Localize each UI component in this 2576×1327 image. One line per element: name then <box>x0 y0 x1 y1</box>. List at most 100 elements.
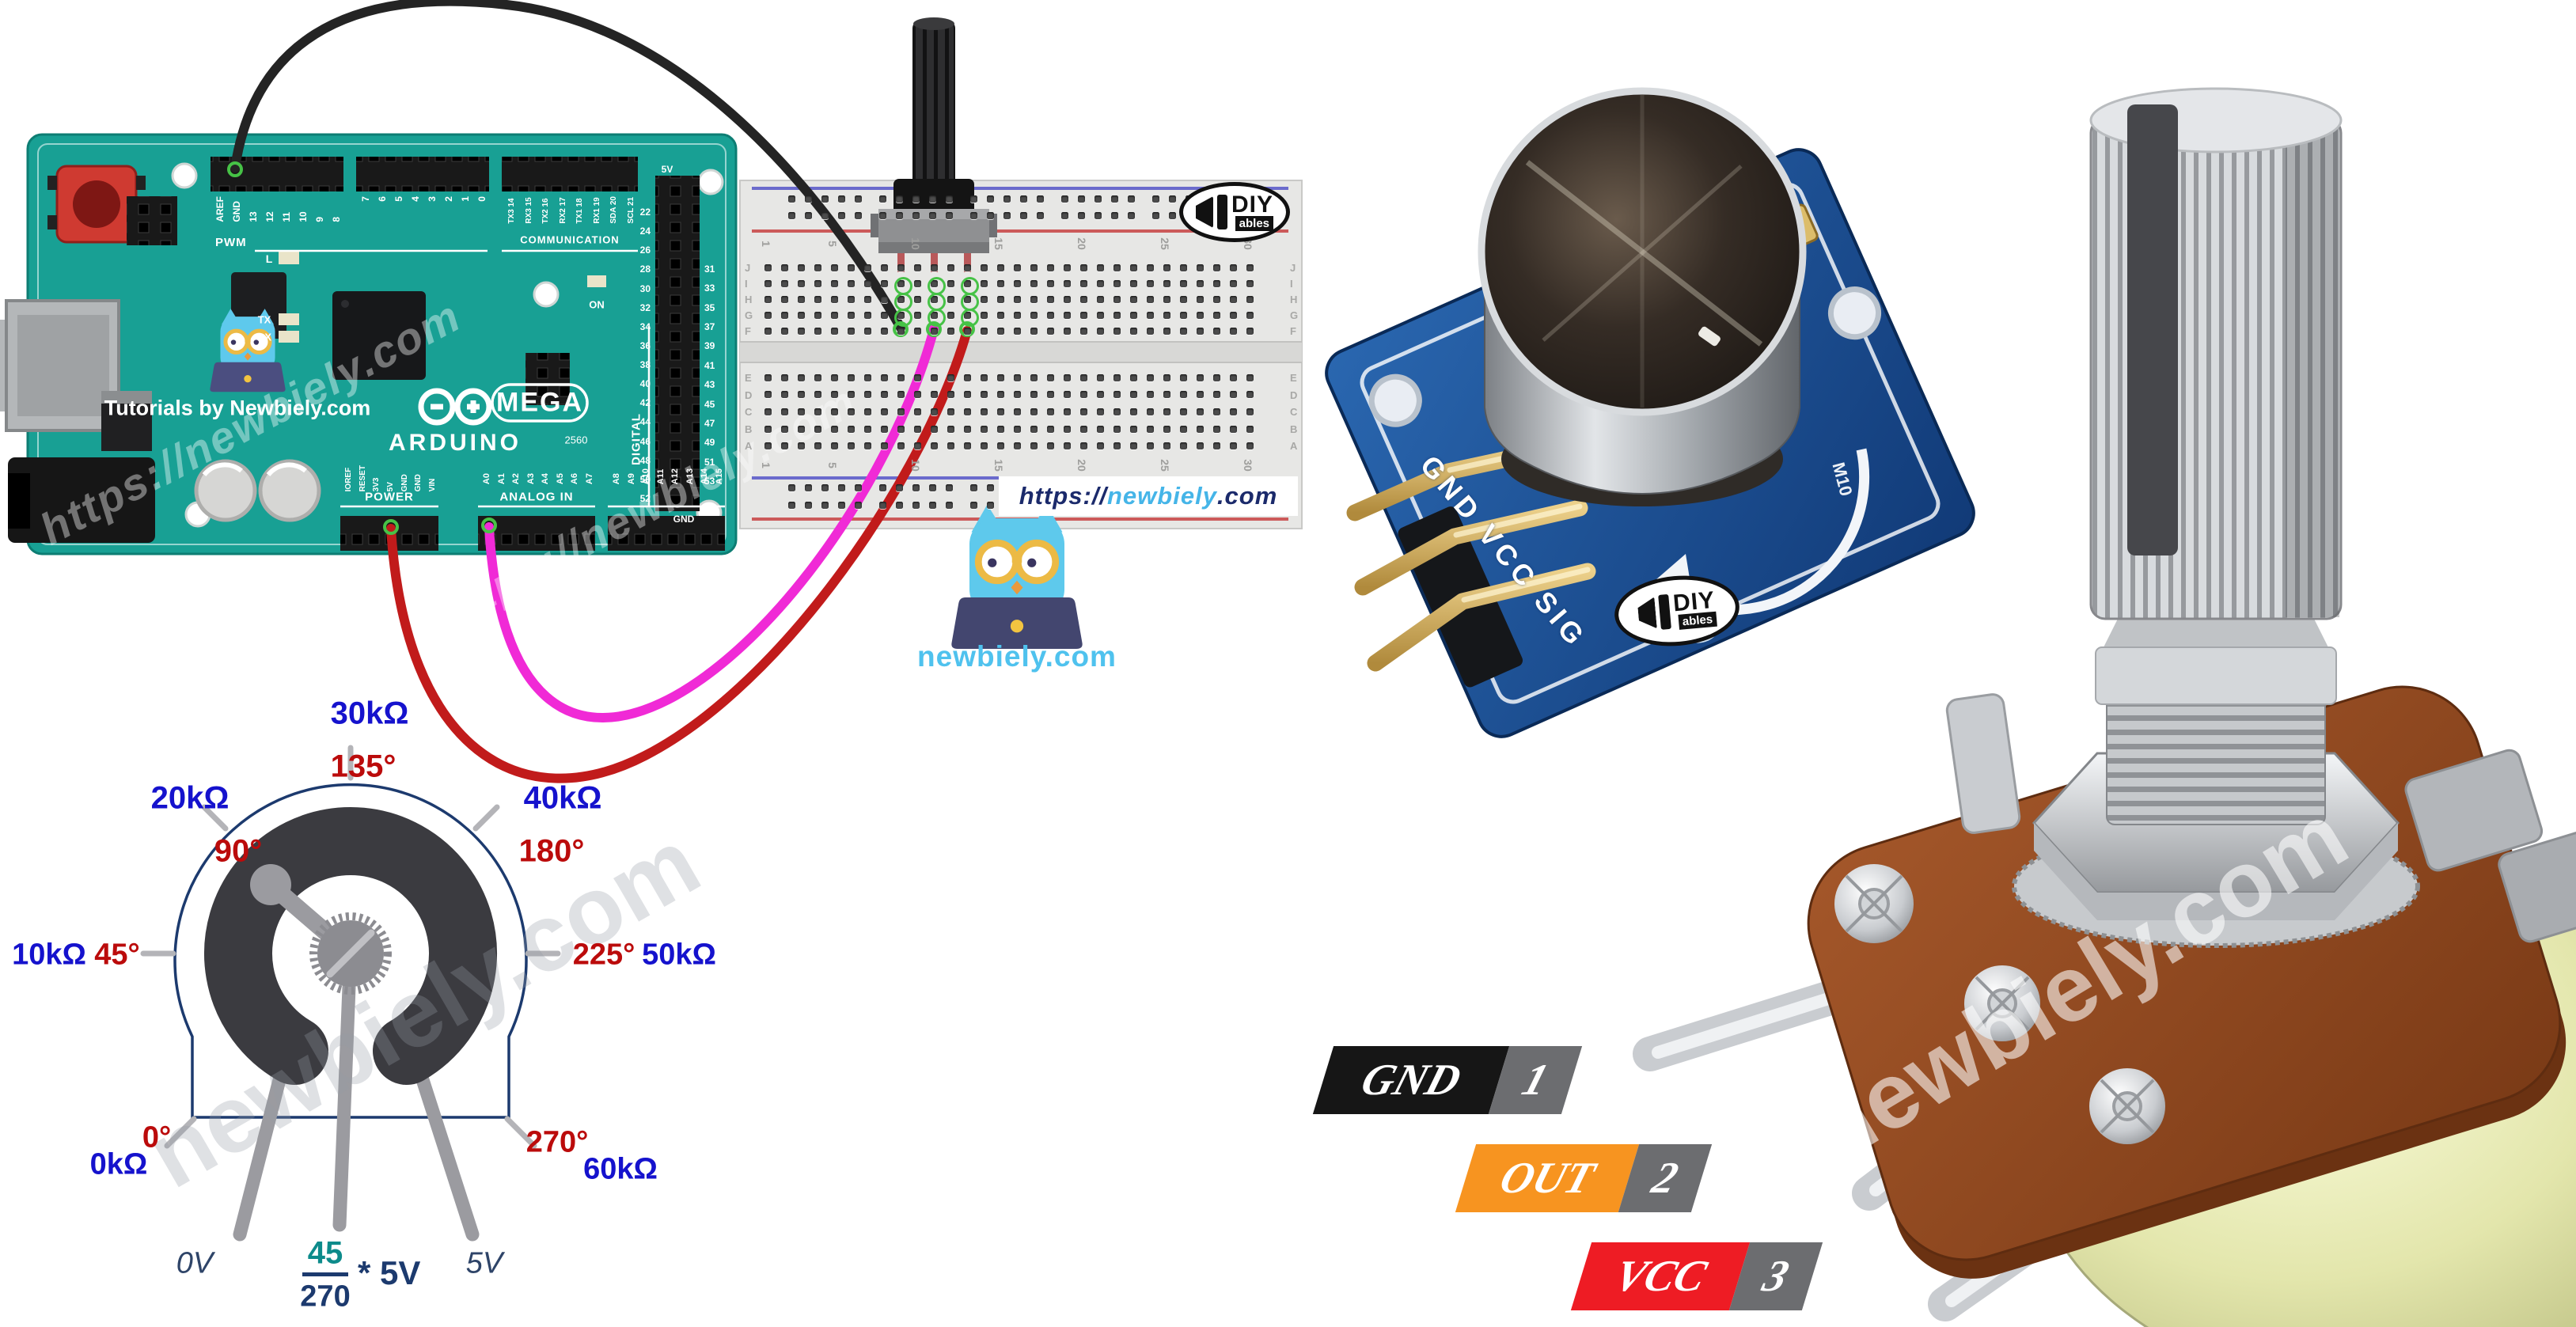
breadboard-hole <box>1179 279 1187 287</box>
header-digital-b <box>356 157 489 191</box>
breadboard-hole <box>1046 264 1054 271</box>
badge-label: VCC <box>1570 1242 1751 1310</box>
breadboard-hole <box>863 327 871 335</box>
breadboard-hole <box>969 211 977 219</box>
row-letter: J <box>745 262 751 274</box>
dial-resistance-ul: 20kΩ <box>150 780 230 816</box>
breadboard-hole <box>897 327 905 335</box>
breadboard-hole <box>880 390 888 398</box>
row-letter: F <box>1290 325 1296 337</box>
breadboard-hole <box>804 501 812 509</box>
breadboard-hole <box>1229 425 1237 433</box>
breadboard-hole <box>945 483 953 491</box>
led-tx <box>279 313 299 325</box>
breadboard-hole <box>1229 311 1237 319</box>
breadboard-hole <box>1146 408 1154 415</box>
url-tld: .com <box>1216 482 1278 510</box>
capacitor <box>258 459 321 522</box>
breadboard-hole <box>897 264 905 271</box>
breadboard-hole <box>830 442 838 449</box>
column-number: 20 <box>1075 237 1088 250</box>
breadboard-hole <box>863 279 871 287</box>
row-letter: B <box>1290 423 1298 435</box>
breadboard-hole <box>1229 390 1237 398</box>
formula-numerator: 45 <box>307 1235 343 1271</box>
breadboard-hole <box>947 295 954 303</box>
breadboard-hole <box>1096 425 1104 433</box>
breadboard-hole <box>1127 211 1135 219</box>
breadboard-hole <box>969 483 977 491</box>
breadboard-hole <box>780 311 788 319</box>
breadboard-hole <box>963 425 971 433</box>
board-credit: Tutorials by Newbiely.com <box>104 396 371 420</box>
row-letter: G <box>1290 309 1299 321</box>
breadboard-hole <box>1096 408 1104 415</box>
silkscreen-lines <box>255 249 725 508</box>
breadboard-hole <box>930 264 938 271</box>
breadboard-hole <box>969 501 977 509</box>
breadboard-hole <box>1179 311 1187 319</box>
breadboard-hole <box>821 501 829 509</box>
breadboard-hole <box>830 295 838 303</box>
led-rx-label: RX <box>256 331 272 343</box>
pin-number: 41 <box>704 359 715 371</box>
pin-label: A11 <box>655 468 666 485</box>
row-letter: B <box>745 423 753 435</box>
breadboard-hole <box>863 295 871 303</box>
breadboard-hole <box>1129 442 1137 449</box>
arduino-board <box>0 133 738 555</box>
badge-label: OUT <box>1455 1144 1640 1212</box>
breadboard-hole <box>821 211 829 219</box>
breadboard-hole <box>1146 295 1154 303</box>
breadboard-hole <box>1063 311 1071 319</box>
breadboard-hole <box>1063 373 1071 381</box>
breadboard-hole <box>1096 327 1104 335</box>
breadboard-hole <box>1096 264 1104 271</box>
pin-number: 22 <box>639 207 651 218</box>
breadboard-hole <box>1019 211 1027 219</box>
capacitor <box>194 459 257 522</box>
breadboard-hole <box>912 195 920 203</box>
connected-hole-highlight <box>927 308 946 327</box>
breadboard-potentiometer <box>871 17 997 272</box>
pin-label: SDA 20 <box>609 196 618 224</box>
breadboard-hole <box>1212 264 1220 271</box>
mega-label: MEGA <box>496 387 583 418</box>
breadboard-hole <box>1246 311 1254 319</box>
breadboard-hole <box>1246 279 1254 287</box>
breadboard-hole <box>863 373 871 381</box>
breadboard-hole <box>863 311 871 319</box>
breadboard-hole <box>913 279 921 287</box>
breadboard-hole <box>780 373 788 381</box>
breadboard-hole <box>1110 195 1118 203</box>
breadboard-hole <box>986 211 994 219</box>
icsp-header-1 <box>127 196 177 245</box>
breadboard-hole <box>780 425 788 433</box>
header-analog-a <box>478 516 595 551</box>
breadboard-hole <box>1013 373 1021 381</box>
mascot-site-text: newbiely.com <box>917 640 1117 673</box>
breadboard-hole <box>764 390 772 398</box>
breadboard-hole <box>880 442 888 449</box>
breadboard-hole <box>797 425 805 433</box>
breadboard-hole <box>986 483 994 491</box>
breadboard-hole <box>980 425 988 433</box>
breadboard-hole <box>1163 390 1170 398</box>
breadboard-hole <box>847 442 855 449</box>
dial-ticks <box>140 745 561 1149</box>
breadboard-hole <box>830 311 838 319</box>
breadboard-hole <box>780 390 788 398</box>
breadboard-hole <box>996 264 1004 271</box>
pin-number: 26 <box>639 245 651 256</box>
dial-resistance-left: 10kΩ <box>12 938 86 972</box>
breadboard-hole <box>797 295 805 303</box>
breadboard-hole <box>830 279 838 287</box>
pin-number: 48 <box>639 454 651 466</box>
breadboard-hole <box>1063 390 1071 398</box>
pin-number: 36 <box>639 339 651 351</box>
breadboard-hole <box>947 425 954 433</box>
pin-label: TX3 14 <box>507 198 516 224</box>
